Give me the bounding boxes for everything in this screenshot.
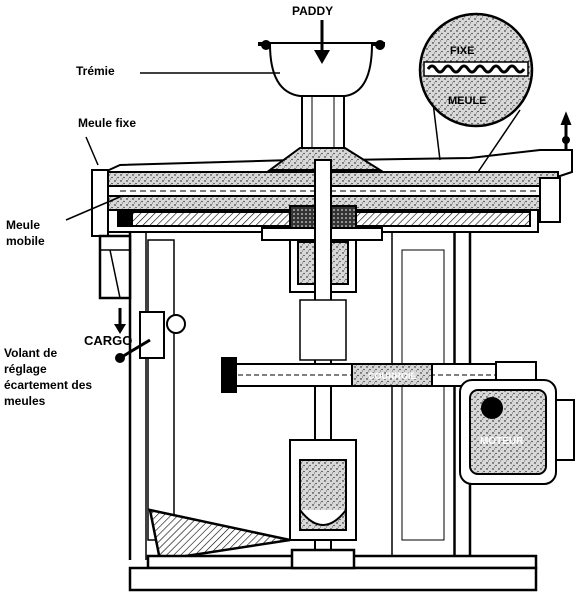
moteur-label: MOTEUR [480,436,524,447]
meule-fixe-label: Meule fixe [78,116,137,130]
volant-label-line3: écartement des [4,378,93,392]
adjustment-handwheel [115,311,186,363]
meule-mobile-label-line1: Meule [6,218,41,232]
paddy-arrow [314,20,330,64]
volant-label-line2: réglage [4,362,47,376]
courroie-label: COURROIE [368,371,417,381]
tremie-label: Trémie [76,64,115,78]
detail-meule-label: MEULE [448,95,487,107]
motor [459,361,575,485]
belt-drive [221,357,501,393]
main-shaft [289,159,357,561]
detail-fixe-label: FIXE [450,45,474,57]
cargo-label: CARGO [84,333,133,348]
volant-label-line4: meules [4,394,46,408]
paddy-label: PADDY [292,4,334,18]
machine-base [128,508,538,592]
volant-label-line1: Volant de [4,346,58,360]
cargo-arrow [114,308,126,334]
meule-mobile-label-line2: mobile [6,234,45,248]
detail-magnifier: FIXE MEULE [418,12,534,128]
